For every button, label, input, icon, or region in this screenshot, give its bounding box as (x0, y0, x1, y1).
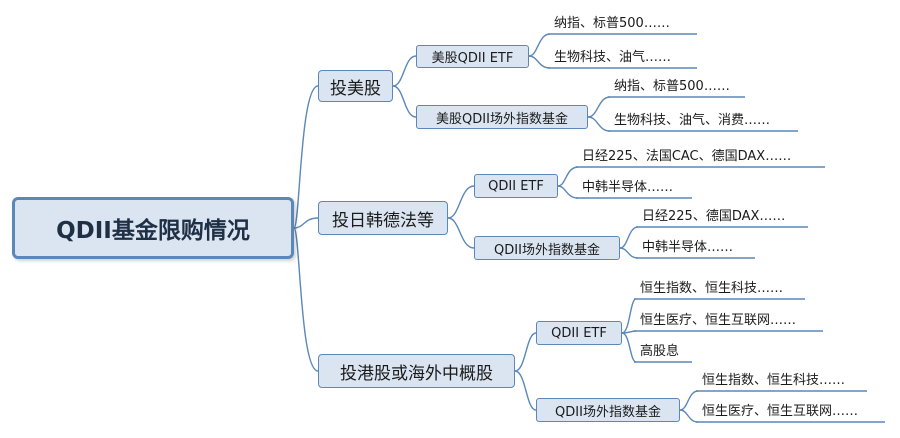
leaf-text[interactable]: 恒生医疗、恒生互联网…… (640, 313, 797, 328)
link-main2-sub0 (514, 332, 537, 372)
leaf-text[interactable]: 生物科技、油气…… (554, 50, 672, 65)
branch-hk-china-concept[interactable]: 投港股或海外中概股 (318, 354, 515, 388)
sub-us-qdii-otc-index-fund[interactable]: 美股QDII场外指数基金 (416, 105, 588, 129)
link-main1-sub1 (447, 217, 475, 249)
leaf-text[interactable]: 纳指、标普500…… (554, 16, 670, 31)
sub-qdii-otc-index-fund-intl[interactable]: QDII场外指数基金 (474, 236, 620, 260)
sub-us-qdii-etf[interactable]: 美股QDII ETF (416, 45, 529, 68)
branch-us-stocks[interactable]: 投美股 (318, 70, 393, 102)
link-main1-sub0 (447, 185, 475, 219)
link-main2-sub1 (514, 370, 537, 411)
root-topic[interactable]: QDII基金限购情况 (12, 197, 294, 259)
leaf-text[interactable]: 生物科技、油气、消费…… (614, 113, 771, 128)
leaf-text[interactable]: 纳指、标普500…… (614, 79, 730, 94)
sub-qdii-otc-index-fund-hk[interactable]: QDII场外指数基金 (536, 398, 680, 422)
sub-qdii-etf-hk[interactable]: QDII ETF (536, 321, 622, 345)
link-root-main-1 (293, 217, 319, 229)
leaf-text[interactable]: 高股息 (640, 344, 680, 359)
leaf-text[interactable]: 恒生医疗、恒生互联网…… (702, 404, 859, 419)
link-main0-sub0 (392, 55, 417, 87)
link-root-main-0 (293, 85, 319, 229)
leaf-text[interactable]: 中韩半导体…… (582, 180, 674, 195)
leaf-text[interactable]: 日经225、德国DAX…… (642, 209, 786, 224)
leaf-text[interactable]: 日经225、法国CAC、德国DAX…… (582, 149, 792, 164)
link-main0-sub1 (392, 85, 417, 118)
link-root-main-2 (293, 227, 319, 372)
leaf-text[interactable]: 中韩半导体…… (642, 240, 734, 255)
sub-qdii-etf-intl[interactable]: QDII ETF (474, 174, 558, 198)
leaf-text[interactable]: 恒生指数、恒生科技…… (702, 373, 846, 388)
leaf-text[interactable]: 恒生指数、恒生科技…… (640, 281, 784, 296)
branch-jp-kr-de-fr[interactable]: 投日韩德法等 (318, 201, 448, 235)
